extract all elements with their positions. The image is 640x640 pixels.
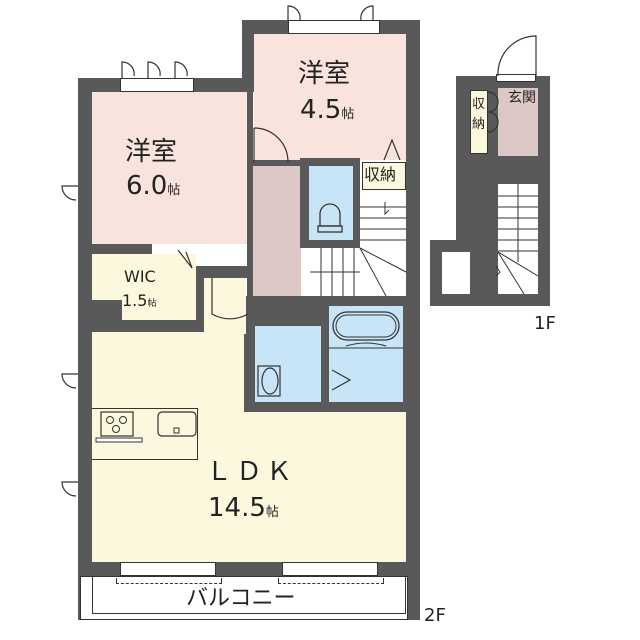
size-unit: 帖 xyxy=(167,183,181,198)
floor-label-2f: 2F xyxy=(424,605,446,626)
hallway xyxy=(253,164,301,320)
size-value: 14.5 xyxy=(208,493,266,523)
room-storage-1f-name-2: 納 xyxy=(472,117,486,132)
room-storage-1f xyxy=(470,90,488,154)
size-unit: 帖 xyxy=(341,107,355,122)
size-unit: 帖 xyxy=(265,505,279,520)
room-ldk xyxy=(92,332,244,412)
entrance-door-frame xyxy=(496,74,536,82)
balcony-dashed xyxy=(278,578,384,584)
size-value: 6.0 xyxy=(126,171,168,201)
wall xyxy=(406,20,420,620)
wall xyxy=(78,78,92,620)
room-entrance xyxy=(498,88,538,156)
room-washroom xyxy=(255,326,321,402)
room-storage-1f-name-1: 収 xyxy=(472,97,486,112)
size-value: 4.5 xyxy=(300,95,342,125)
size-value: 1.5 xyxy=(122,291,148,310)
wall xyxy=(248,160,308,166)
room-western-6-size: 6.0帖 xyxy=(126,171,181,202)
balcony-rail xyxy=(92,576,406,614)
window xyxy=(120,78,194,92)
room-western-6 xyxy=(92,92,247,244)
room-storage-2f xyxy=(362,162,406,190)
room-bathroom xyxy=(329,306,403,402)
wall xyxy=(242,20,254,92)
room-western-6-name: 洋室 xyxy=(125,137,178,167)
wall xyxy=(196,266,248,278)
room-western-45-size: 4.5帖 xyxy=(300,95,355,126)
room-western-45-name: 洋室 xyxy=(298,59,351,89)
wall xyxy=(92,320,200,332)
room-ldk-entry xyxy=(204,278,246,334)
balcony-dashed xyxy=(116,578,222,584)
room-ldk-size: 14.5帖 xyxy=(208,493,279,524)
opening-1f xyxy=(442,252,470,294)
room-ldk-name: ＬＤＫ xyxy=(206,457,297,487)
room-entrance-name: 玄関 xyxy=(508,90,536,106)
floor-label-1f: 1F xyxy=(534,313,556,334)
room-toilet xyxy=(309,166,353,240)
balcony-label: バルコニー xyxy=(186,586,296,611)
window xyxy=(288,20,380,34)
wall xyxy=(247,92,253,324)
wall xyxy=(92,300,122,320)
room-wic-name: WIC xyxy=(124,267,156,286)
wall xyxy=(92,244,152,254)
window xyxy=(120,562,216,576)
size-unit: 帖 xyxy=(147,299,157,309)
room-wic-size: 1.5帖 xyxy=(122,291,157,310)
staircase-2f xyxy=(360,196,406,248)
room-storage-2f-name: 収納 xyxy=(364,165,397,184)
window xyxy=(282,562,378,576)
wall xyxy=(196,270,204,332)
